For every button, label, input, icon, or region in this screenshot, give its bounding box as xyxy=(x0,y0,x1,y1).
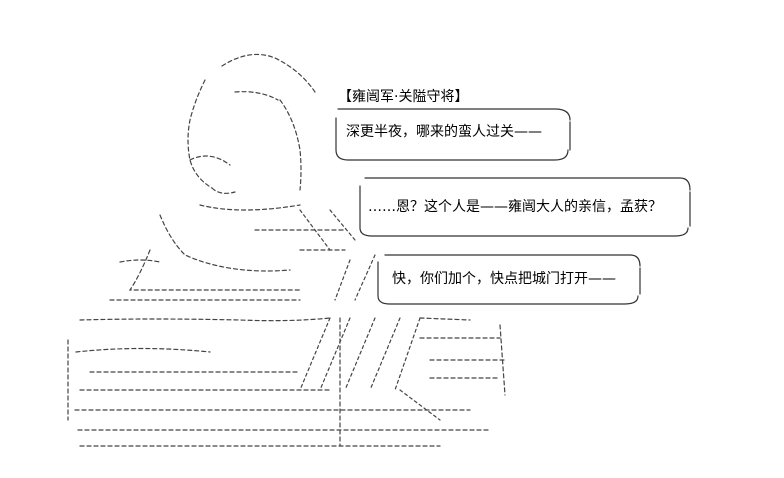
speech-bubble-1 xyxy=(335,108,571,161)
speech-bubble-2 xyxy=(359,177,691,237)
speaker-caption: 【雍闿军·关隘守将】 xyxy=(338,89,469,105)
gate-hatching xyxy=(299,209,441,421)
speech-bubble-3 xyxy=(377,254,641,305)
bubble-1-text: 深更半夜，哪来的蛮人过关—— xyxy=(346,124,542,140)
guard-figure xyxy=(67,53,506,447)
bubble-3-text: 快，你们加个，快点把城门打开—— xyxy=(392,271,616,287)
bubble-2-text: ……恩？这个人是——雍闿大人的亲信，孟获？ xyxy=(368,199,662,215)
